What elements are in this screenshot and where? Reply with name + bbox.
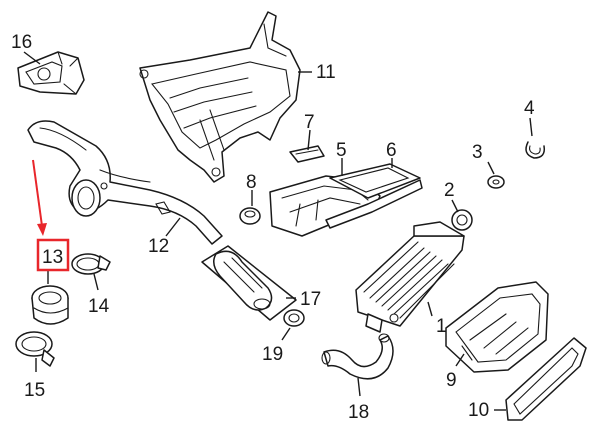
- callout-7: 7: [304, 112, 315, 133]
- callout-19: 19: [262, 344, 283, 365]
- part-2-bushing[interactable]: [451, 209, 473, 231]
- callout-13: 13: [42, 247, 63, 268]
- part-10-seal[interactable]: [505, 337, 587, 421]
- callout-11: 11: [316, 62, 336, 83]
- callout-labels: 16 11 7 5 6 3 4 2 8 12 13 14 15 17 19 1 …: [11, 32, 535, 423]
- part-7-clip[interactable]: [289, 145, 325, 163]
- part-4-circlip[interactable]: [525, 141, 546, 159]
- callout-18: 18: [348, 402, 369, 423]
- part-14-hose-clamp[interactable]: [71, 253, 111, 275]
- callout-15: 15: [24, 380, 45, 401]
- leader-lines: [23, 51, 533, 411]
- callout-8: 8: [246, 172, 257, 193]
- callout-14: 14: [88, 296, 110, 317]
- highlight-box: [36, 238, 70, 272]
- callout-16: 16: [11, 32, 32, 53]
- callout-10: 10: [468, 400, 489, 421]
- highlight-annotation: [32, 159, 70, 272]
- callout-9: 9: [446, 370, 457, 391]
- part-17-hose[interactable]: [201, 245, 297, 321]
- callout-5: 5: [336, 140, 347, 161]
- part-11-mounting-bracket[interactable]: [139, 11, 301, 183]
- part-18-hose[interactable]: [321, 333, 394, 380]
- part-9-shroud[interactable]: [445, 281, 549, 373]
- part-19-o-ring[interactable]: [283, 309, 305, 327]
- part-3-washer[interactable]: [487, 175, 505, 189]
- callout-2: 2: [444, 180, 455, 201]
- part-16-air-duct[interactable]: [17, 51, 85, 95]
- part-1-intercooler[interactable]: [355, 221, 465, 333]
- callout-17: 17: [300, 289, 321, 310]
- part-6-gasket[interactable]: [325, 163, 423, 229]
- callout-4: 4: [524, 98, 535, 119]
- callout-6: 6: [386, 140, 397, 161]
- part-8-grommet[interactable]: [239, 207, 261, 225]
- callout-12: 12: [148, 236, 169, 257]
- callout-1: 1: [436, 316, 447, 337]
- part-13-coupling[interactable]: [31, 285, 69, 325]
- callout-3: 3: [472, 142, 483, 163]
- part-12-intake-pipe[interactable]: [27, 120, 223, 245]
- part-15-hose-clamp[interactable]: [15, 331, 55, 367]
